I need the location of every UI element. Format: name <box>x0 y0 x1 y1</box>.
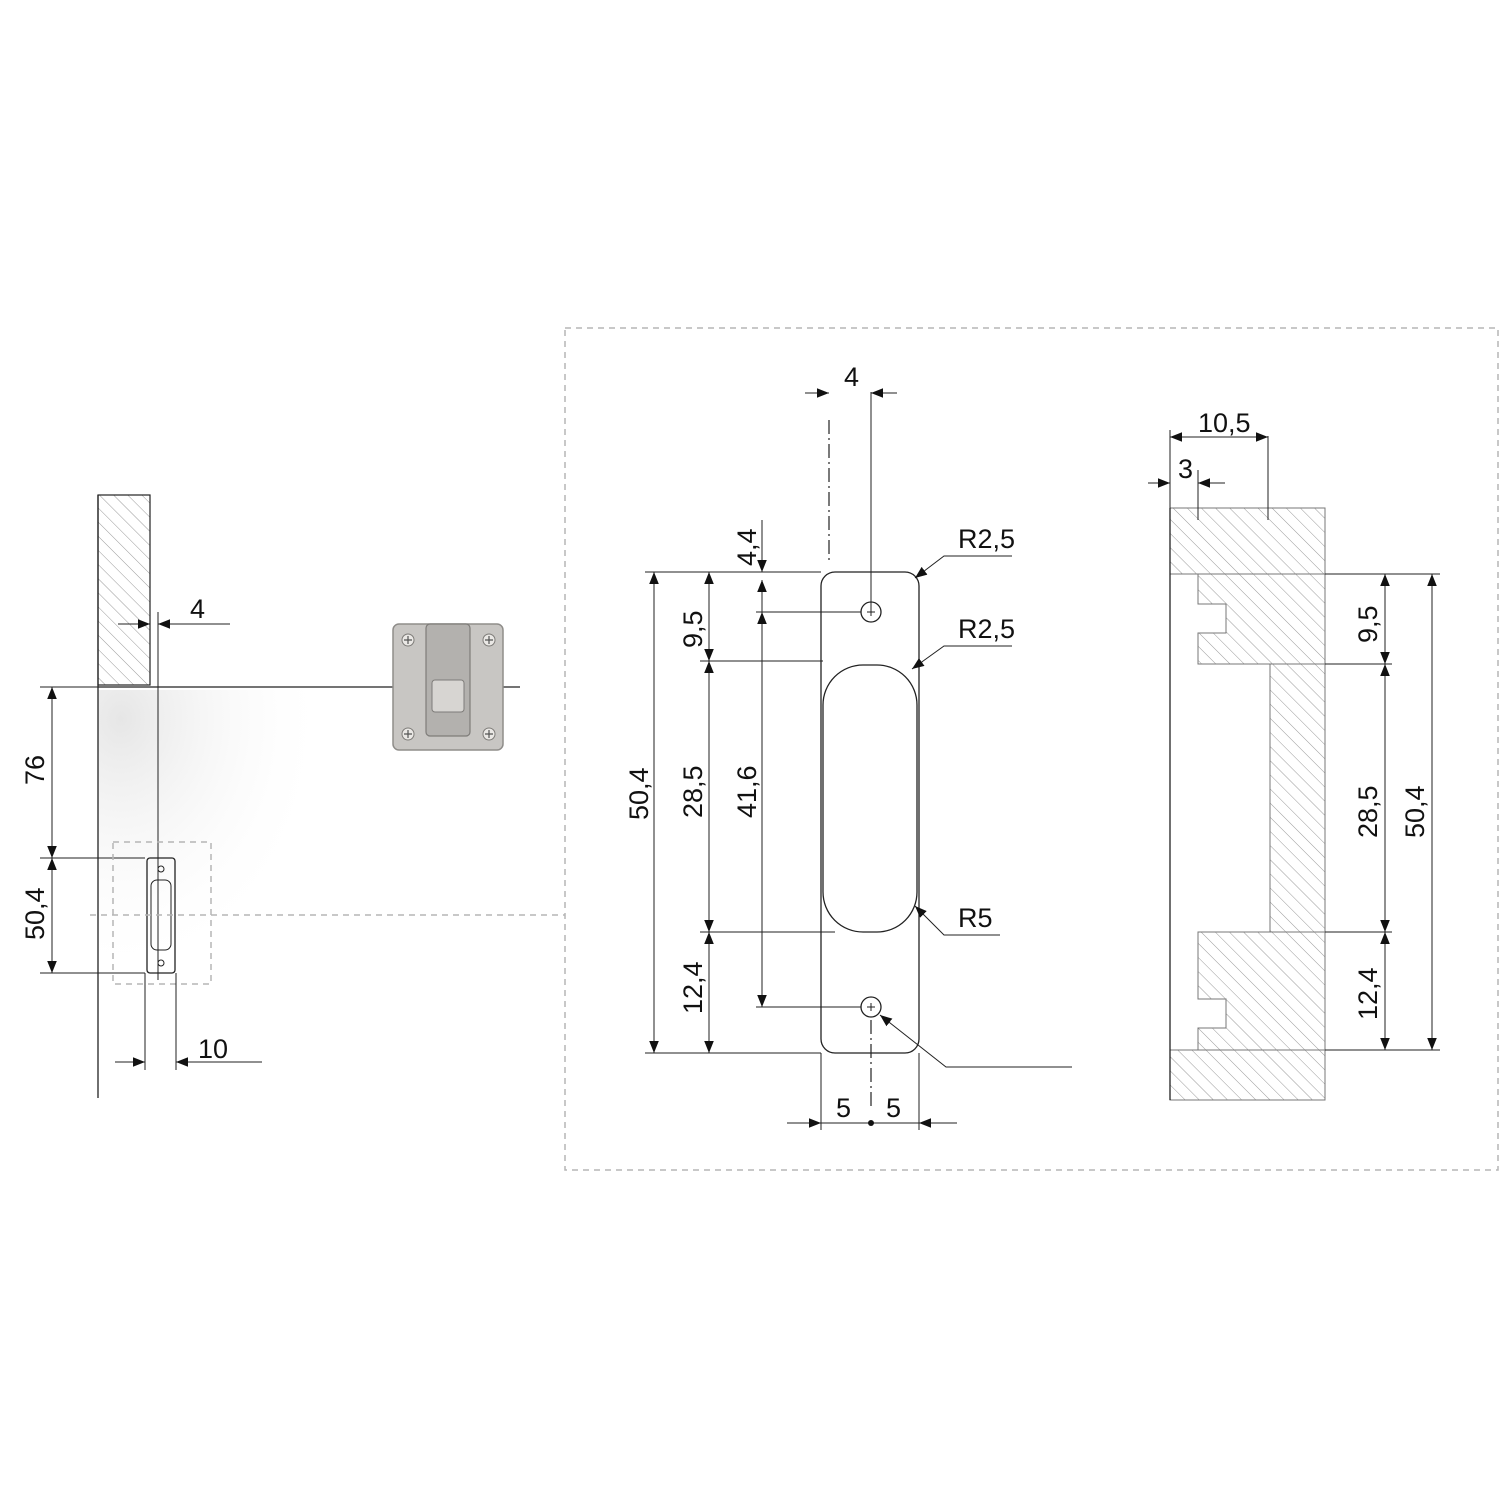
dim-half-left-label: 5 <box>836 1093 851 1123</box>
hole-center-marks <box>867 608 875 1011</box>
dim-depth-recess-label: 3 <box>1178 454 1193 484</box>
front-view: 4 50,4 9,5 28,5 12,4 4,4 41,6 R2,5 R2,5 <box>624 362 1072 1130</box>
strike-plate-outline <box>820 571 920 1054</box>
door-shade <box>98 690 328 980</box>
slot-outline <box>822 664 918 933</box>
radius-leader-end <box>914 905 1000 936</box>
detail-frame <box>564 327 1499 1171</box>
section-plate-top <box>1197 573 1326 665</box>
detail-zoom-frame <box>112 841 212 985</box>
overview-drawing: 4 76 50,4 10 <box>20 494 565 1098</box>
sec-dim-top-label: 9,5 <box>1353 605 1383 643</box>
section-view: 10,5 3 9,5 28,5 12,4 50,4 <box>1148 408 1440 1101</box>
dim-slot-length-label: 28,5 <box>678 765 708 818</box>
dim-width-label: 10 <box>198 1034 228 1064</box>
dim-depth-total-label: 10,5 <box>1198 408 1251 438</box>
dim-offset-top-label: 4 <box>844 362 859 392</box>
dim-slot-top-label: 9,5 <box>678 610 708 648</box>
sec-dim-bottom-label: 12,4 <box>1353 967 1383 1020</box>
dim-top-hole-label: 4,4 <box>732 528 762 566</box>
dim-half-right-label: 5 <box>886 1093 901 1123</box>
radius-leader-slot <box>911 645 1012 670</box>
dim-center-dot <box>868 1120 874 1126</box>
dim-hole-distance-label: 41,6 <box>732 765 762 818</box>
dim-height-total-label: 50,4 <box>624 767 654 820</box>
small-hole-bottom <box>157 959 165 967</box>
dim-bottom-label: 12,4 <box>678 961 708 1014</box>
radius-top-corner-label: R2,5 <box>958 524 1015 554</box>
dim-plate-height-label: 50,4 <box>20 887 50 940</box>
sec-dim-slot-label: 28,5 <box>1353 785 1383 838</box>
section-bottom-block <box>1169 1049 1326 1101</box>
section-top-block <box>1169 507 1326 575</box>
radius-slot-end-label: R5 <box>958 903 993 933</box>
section-plate-web <box>1269 663 1326 933</box>
section-plate-bottom <box>1197 931 1326 1051</box>
radius-slot-corner-label: R2,5 <box>958 614 1015 644</box>
dim-offset-label: 4 <box>190 594 205 624</box>
small-hole-top <box>157 865 165 873</box>
latch-product-image <box>392 623 504 751</box>
screw-cross-marks <box>404 636 493 738</box>
hole-leader <box>879 1014 1072 1068</box>
radius-leader-top <box>914 555 1012 579</box>
latch-button <box>431 679 465 713</box>
dim-top-label: 76 <box>20 755 50 785</box>
frame-section <box>97 494 151 686</box>
sec-dim-height-total-label: 50,4 <box>1400 785 1430 838</box>
